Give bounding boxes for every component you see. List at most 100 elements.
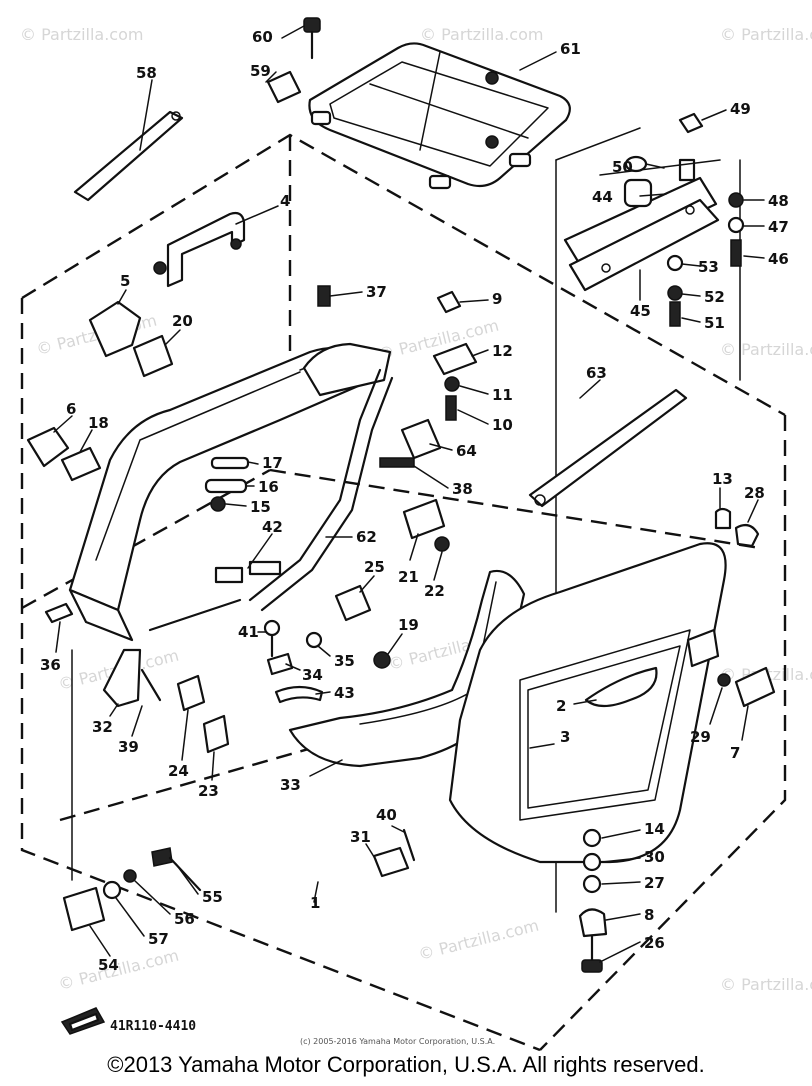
callout-label: 3 xyxy=(560,728,570,746)
callout-label: 7 xyxy=(730,744,740,762)
bracket-part-18 xyxy=(60,446,102,482)
callout-label: 40 xyxy=(376,806,397,824)
callout-label: 37 xyxy=(366,283,387,301)
handle-part-4 xyxy=(153,211,246,288)
callout-label: 35 xyxy=(334,652,355,670)
callout-label: 57 xyxy=(148,930,169,948)
callout-label: 54 xyxy=(98,956,119,974)
callout-label: 38 xyxy=(452,480,473,498)
callout-label: 50 xyxy=(612,158,633,176)
callout-labels: 60 59 61 58 49 50 48 44 47 46 4 53 52 45… xyxy=(40,28,789,974)
callout-label: 21 xyxy=(398,568,419,586)
watermark: © Partzilla.com xyxy=(20,25,143,44)
callout-label: 63 xyxy=(586,364,607,382)
leader-lines xyxy=(53,25,765,963)
callout-label: 52 xyxy=(704,288,725,306)
fastener-stack-right xyxy=(578,828,608,973)
callout-label: 30 xyxy=(644,848,665,866)
callout-label: 59 xyxy=(250,62,271,80)
fastener-stack-left xyxy=(62,649,202,932)
frame-part-62 xyxy=(148,368,394,632)
callout-label: 14 xyxy=(644,820,665,838)
callout-label: 53 xyxy=(698,258,719,276)
callout-label: 49 xyxy=(730,100,751,118)
callout-label: 33 xyxy=(280,776,301,794)
callout-label: 42 xyxy=(262,518,283,536)
diagram-code: 41R110-4410 xyxy=(110,1019,196,1034)
callout-label: 16 xyxy=(258,478,279,496)
plate-part-20 xyxy=(132,334,174,378)
copyright-footer: ©2013 Yamaha Motor Corporation, U.S.A. A… xyxy=(107,1052,705,1077)
callout-label: 48 xyxy=(768,192,789,210)
callout-label: 12 xyxy=(492,342,513,360)
diagram-tag-icon xyxy=(60,1007,106,1035)
latch-part-6 xyxy=(26,426,70,468)
callout-label: 43 xyxy=(334,684,355,702)
callout-label: 8 xyxy=(644,906,654,924)
watermark: © Partzilla.com xyxy=(420,25,543,44)
callout-label: 4 xyxy=(280,192,290,210)
hardware-left-middle xyxy=(204,456,282,584)
callout-label: 18 xyxy=(88,414,109,432)
side-cover-part-3 xyxy=(448,542,776,864)
watermark: © Partzilla.com xyxy=(720,340,812,359)
callout-label: 25 xyxy=(364,558,385,576)
callout-label: 27 xyxy=(644,874,665,892)
callout-label: 19 xyxy=(398,616,419,634)
hardware-middle xyxy=(317,285,760,669)
callout-label: 17 xyxy=(262,454,283,472)
callout-label: 47 xyxy=(768,218,789,236)
callout-label: 60 xyxy=(252,28,273,46)
callout-label: 28 xyxy=(744,484,765,502)
callout-label: 13 xyxy=(712,470,733,488)
callout-label: 2 xyxy=(556,697,566,715)
callout-label: 39 xyxy=(118,738,139,756)
callout-label: 41 xyxy=(238,623,259,641)
clip-part-36 xyxy=(44,602,74,624)
left-case-body xyxy=(68,342,392,642)
callout-label: 58 xyxy=(136,64,157,82)
hardware-right-top xyxy=(624,112,745,327)
callout-label: 44 xyxy=(592,188,613,206)
callout-label: 64 xyxy=(456,442,477,460)
callout-label: 6 xyxy=(66,400,76,418)
hardware-lower-middle xyxy=(263,619,324,704)
bracket-part-31 xyxy=(372,828,416,878)
clamp-part-5 xyxy=(88,300,142,358)
callout-label: 61 xyxy=(560,40,581,58)
callout-label: 9 xyxy=(492,290,502,308)
callout-label: 5 xyxy=(120,272,130,290)
strap-part-58 xyxy=(73,110,184,202)
callout-label: 10 xyxy=(492,416,513,434)
callout-label: 26 xyxy=(644,934,665,952)
callout-label: 34 xyxy=(302,666,323,684)
callout-label: 1 xyxy=(310,894,320,912)
strap-part-63 xyxy=(528,388,688,508)
callout-label: 46 xyxy=(768,250,789,268)
callout-label: 55 xyxy=(202,888,223,906)
callout-label: 24 xyxy=(168,762,189,780)
callout-label: 15 xyxy=(250,498,271,516)
callout-label: 62 xyxy=(356,528,377,546)
gasket-part-59 xyxy=(266,70,302,104)
bolt-part-60 xyxy=(303,17,321,60)
callout-label: 31 xyxy=(350,828,371,846)
callout-label: 45 xyxy=(630,302,651,320)
callout-label: 51 xyxy=(704,314,725,332)
watermark: © Partzilla.com xyxy=(720,975,812,994)
watermark: © Partzilla.com xyxy=(720,25,812,44)
bracket-part-32 xyxy=(102,648,230,754)
callout-label: 11 xyxy=(492,386,513,404)
watermark: © Partzilla.com xyxy=(416,916,540,964)
callout-label: 56 xyxy=(174,910,195,928)
callout-label: 36 xyxy=(40,656,61,674)
rack-part-61 xyxy=(308,42,571,190)
callout-label: 32 xyxy=(92,718,113,736)
callout-label: 23 xyxy=(198,782,219,800)
callout-label: 20 xyxy=(172,312,193,330)
callout-label: 22 xyxy=(424,582,445,600)
callout-label: 29 xyxy=(690,728,711,746)
small-copyright: (c) 2005-2016 Yamaha Motor Corporation, … xyxy=(300,1037,495,1046)
